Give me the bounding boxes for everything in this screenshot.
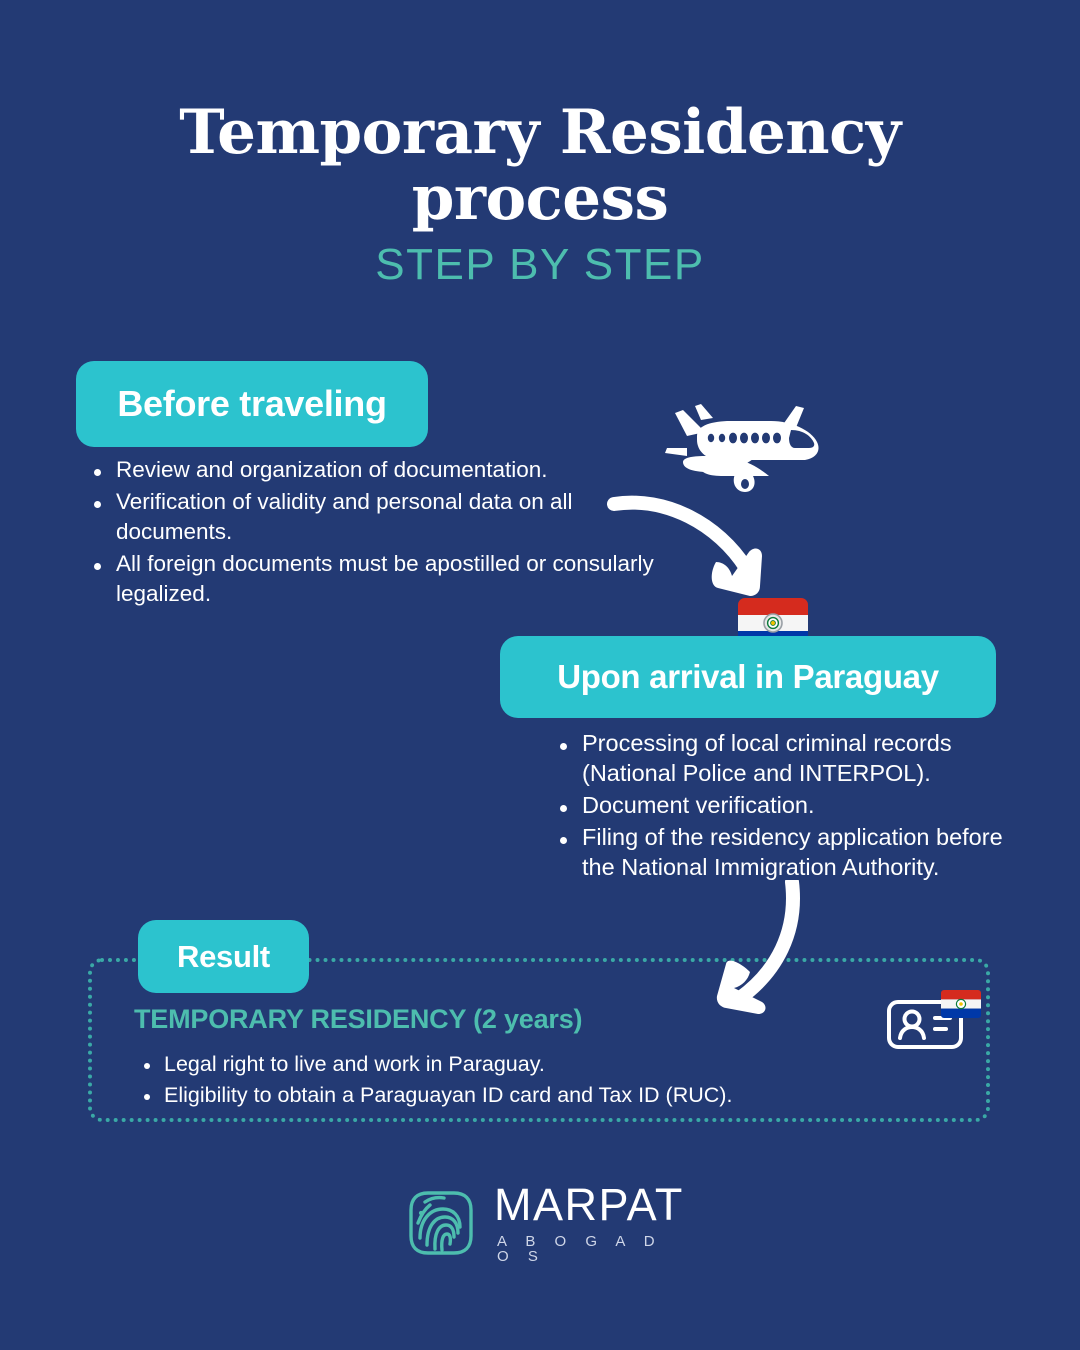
list-item: Filing of the residency application befo… <box>560 822 1032 882</box>
list-item: Legal right to live and work in Paraguay… <box>144 1050 944 1079</box>
result-heading: TEMPORARY RESIDENCY (2 years) <box>134 1004 583 1034</box>
bullet-list-result: Legal right to live and work in Paraguay… <box>130 1050 944 1111</box>
list-item: Review and organization of documentation… <box>94 455 676 485</box>
logo-subtitle: A B O G A D O S <box>497 1233 663 1265</box>
badge-before-traveling: Before traveling <box>76 361 428 447</box>
list-item: Document verification. <box>560 790 1032 820</box>
paraguay-flag-icon <box>738 598 808 648</box>
list-item: Processing of local criminal records (Na… <box>560 728 1032 788</box>
bullet-list-before-traveling: Review and organization of documentation… <box>82 455 676 611</box>
badge-upon-arrival: Upon arrival in Paraguay <box>500 636 996 718</box>
result-box <box>88 958 990 1122</box>
page-subtitle: STEP BY STEP <box>375 240 705 289</box>
curved-arrow-down-right-icon <box>607 495 762 596</box>
list-item: Verification of validity and personal da… <box>94 487 676 547</box>
brand-logo: MARPAT A B O G A D O S <box>408 1182 682 1264</box>
bullet-list-upon-arrival: Processing of local criminal records (Na… <box>548 728 1032 884</box>
badge-result: Result <box>138 920 309 993</box>
logo-text-block: MARPAT A B O G A D O S <box>494 1182 684 1264</box>
logo-name: MARPAT <box>494 1179 684 1230</box>
id-card-icon <box>887 990 981 1049</box>
airplane-icon <box>665 404 819 492</box>
list-item: Eligibility to obtain a Paraguayan ID ca… <box>144 1081 944 1110</box>
curved-arrow-down-left-icon <box>716 880 800 1014</box>
fingerprint-icon <box>409 1191 473 1255</box>
list-item: All foreign documents must be apostilled… <box>94 549 676 609</box>
page-title: Temporary Residency process <box>179 97 901 234</box>
